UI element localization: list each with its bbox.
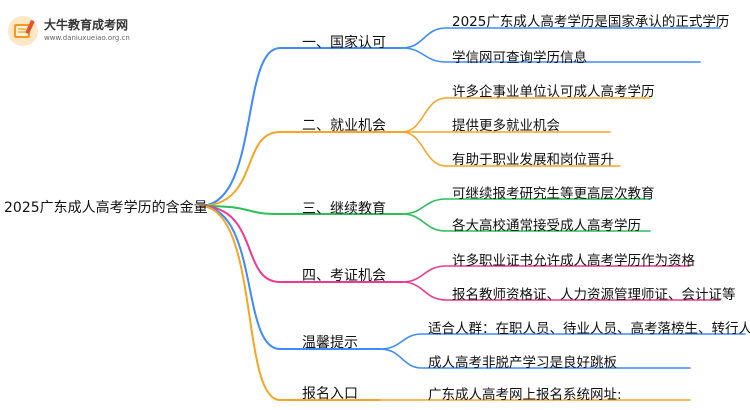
leaf-employment-2: 提供更多就业机会 — [452, 118, 560, 134]
branch-tips: 温馨提示 — [302, 335, 358, 351]
leaf-national-2: 学信网可查询学历信息 — [452, 50, 587, 66]
leaf-connector — [401, 281, 721, 301]
branch-connector — [199, 205, 403, 215]
branch-connector — [199, 205, 381, 350]
branch-national-recognition: 一、国家认可 — [302, 35, 386, 51]
leaf-connector — [401, 198, 651, 215]
branch-employment: 二、就业机会 — [302, 118, 386, 134]
leaf-employment-1: 许多企事业单位认可成人高考学历 — [452, 84, 655, 100]
leaf-connector — [401, 97, 651, 133]
leaf-connector — [379, 348, 691, 369]
branch-connector — [199, 47, 403, 207]
leaf-connector — [401, 131, 621, 167]
leaf-connector — [401, 213, 651, 232]
logo-url: www.daniuxueiao.org.cn — [44, 34, 130, 42]
site-logo: 大牛教育成考网 www.daniuxueiao.org.cn — [6, 12, 166, 52]
branch-registration: 报名入口 — [302, 386, 358, 402]
leaf-certificates-2: 报名教师资格证、人力资源管理师证、会计证等 — [452, 287, 736, 303]
root-topic: 2025广东成人高考学历的含金量 — [4, 200, 208, 216]
leaf-connector — [401, 265, 691, 283]
branch-connector — [199, 205, 403, 283]
leaf-national-1: 2025广东成人高考学历是国家承认的正式学历 — [452, 14, 730, 30]
leaf-tips-1: 适合人群：在职人员、待业人员、高考落榜生、转行人士 — [428, 321, 750, 337]
leaf-certificates-1: 许多职业证书允许成人高考学历作为资格 — [452, 253, 695, 269]
leaf-connector — [401, 47, 701, 63]
leaf-connector — [401, 27, 721, 49]
leaf-education-1: 可继续报考研究生等更高层次教育 — [452, 186, 655, 202]
logo-title: 大牛教育成考网 — [44, 18, 129, 32]
branch-further-education: 三、继续教育 — [302, 201, 386, 217]
branch-connector — [199, 205, 381, 401]
branch-connector — [199, 131, 403, 207]
leaf-employment-3: 有助于职业发展和岗位晋升 — [452, 152, 614, 168]
branch-certificates: 四、考证机会 — [302, 268, 386, 284]
leaf-registration-1: 广东成人高考网上报名系统网址: — [428, 387, 622, 403]
leaf-connector — [379, 333, 746, 350]
leaf-education-2: 各大高校通常接受成人高考学历 — [452, 218, 641, 234]
leaf-tips-2: 成人高考非脱产学习是良好跳板 — [428, 355, 617, 371]
book-pencil-icon — [8, 16, 38, 46]
